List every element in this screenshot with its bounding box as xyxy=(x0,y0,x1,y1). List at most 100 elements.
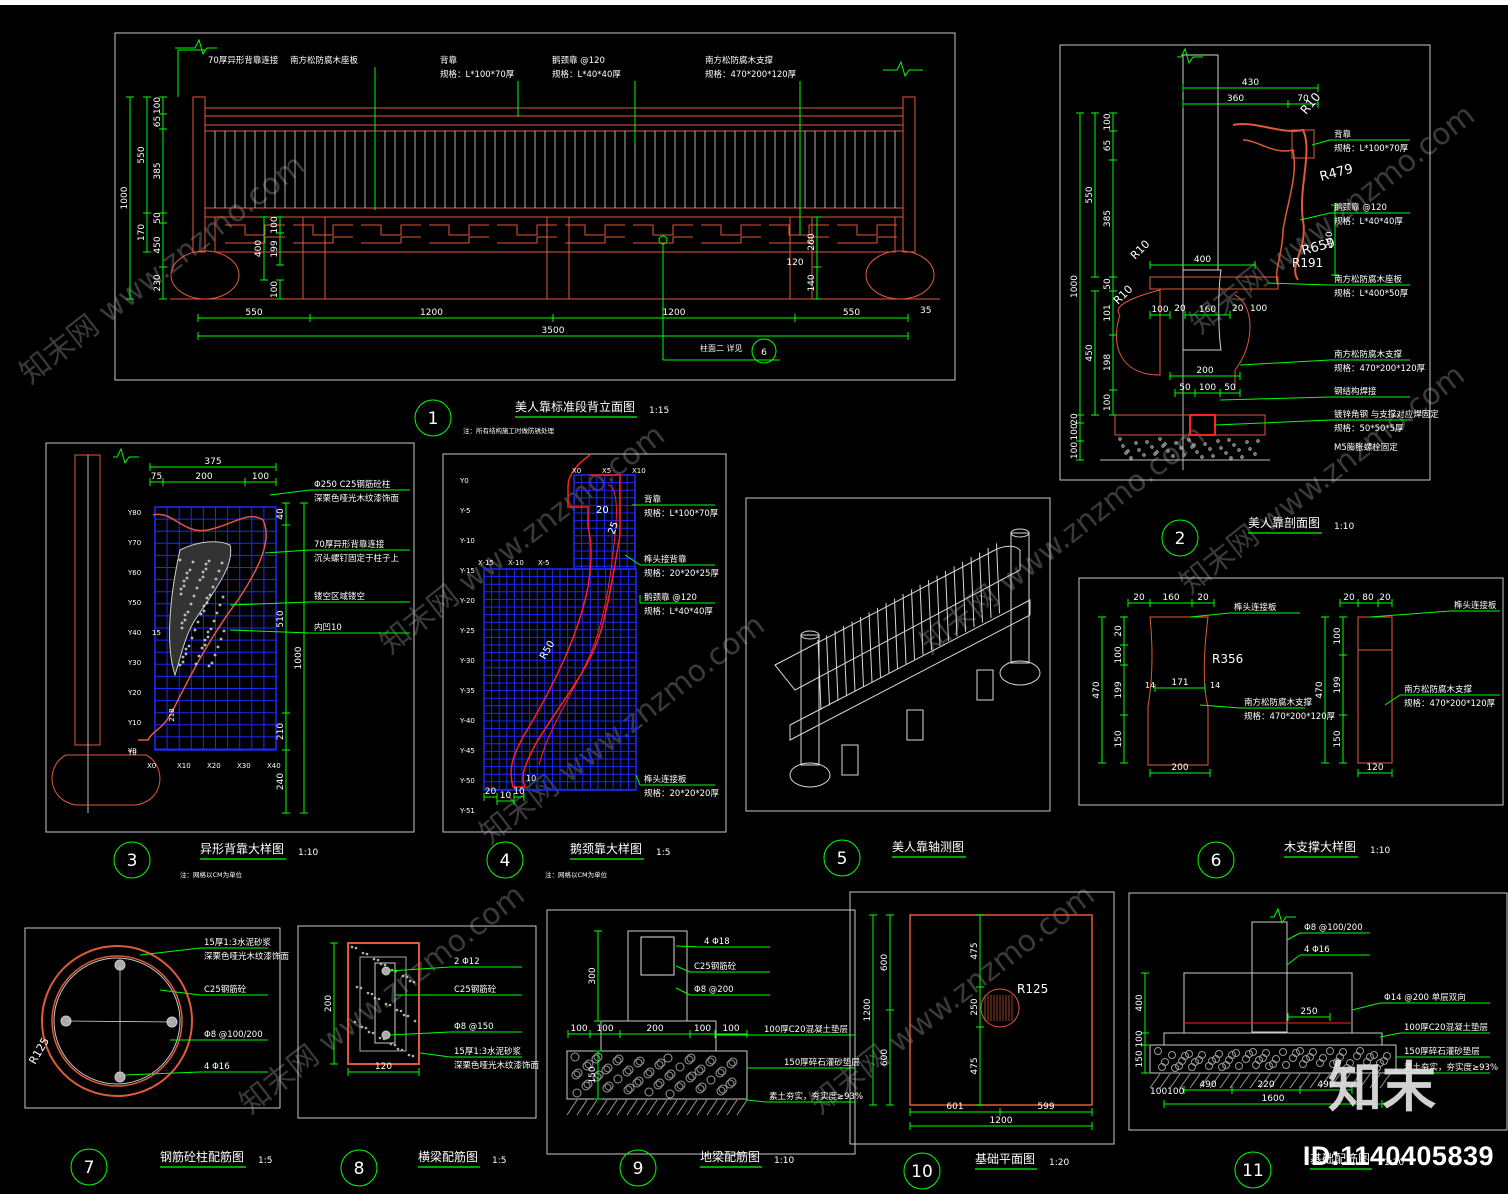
stipple xyxy=(203,643,207,647)
dim-text: 100 xyxy=(153,97,163,114)
gravel-stone xyxy=(684,1055,694,1065)
gravel-dot xyxy=(1224,451,1228,455)
gravel-stone xyxy=(676,1080,686,1090)
annotation-text: 南方松防腐木支撑 xyxy=(1334,349,1403,360)
leader-line xyxy=(1286,932,1301,941)
lattice-pattern xyxy=(497,224,557,236)
plaster-dot xyxy=(355,985,359,989)
grid-label: Y0 xyxy=(459,477,469,485)
dim-text: 160 xyxy=(1199,305,1216,315)
gravel-stone xyxy=(1299,1060,1307,1068)
hatch xyxy=(1349,1073,1361,1089)
gravel-stone xyxy=(664,1071,674,1081)
panel-number-circle xyxy=(113,841,151,879)
annotation-text: 150厚碎石灌砂垫层 xyxy=(1404,1046,1480,1057)
stipple xyxy=(188,568,192,572)
dim-text: 550 xyxy=(843,308,860,318)
hatch xyxy=(596,1099,608,1116)
panel-number-circle xyxy=(414,399,452,437)
stipple xyxy=(182,579,186,583)
grid-label: Y10 xyxy=(127,719,141,727)
annotation-text: 柱面二 详见 xyxy=(700,343,743,353)
gravel-dot xyxy=(1161,444,1165,448)
hatch xyxy=(1249,1073,1261,1089)
panel-scale: 1:20 xyxy=(1049,1158,1069,1168)
gravel-dot xyxy=(1240,455,1244,459)
column-base xyxy=(865,250,935,300)
lattice-pattern xyxy=(769,236,829,244)
dim-text: 430 xyxy=(1242,78,1259,88)
gravel-stone xyxy=(656,1058,666,1068)
dim-text: 10 xyxy=(513,787,525,797)
plaster-dot xyxy=(376,958,380,962)
dim-text: 1200 xyxy=(663,308,686,318)
detail-bubble-text: 6 xyxy=(761,348,767,358)
dim-text: 20 xyxy=(1197,593,1209,603)
panel-note: 注：所有结构施工时做防锈处理 xyxy=(463,426,555,435)
grid-label: X-5 xyxy=(538,559,549,567)
dim-text: 120 xyxy=(375,1062,392,1072)
plaster-dot xyxy=(379,962,383,966)
hatch xyxy=(656,1099,668,1116)
panel-scale: 1:20 xyxy=(1384,1158,1404,1168)
stirrup xyxy=(53,957,181,1085)
annotation-text: 背靠 xyxy=(1334,129,1352,140)
dim-text: 470 xyxy=(1092,681,1102,698)
panel-frame xyxy=(297,925,537,1119)
panel-number: 9 xyxy=(633,1159,644,1179)
hatch xyxy=(1219,1073,1231,1089)
gravel-stone xyxy=(603,1063,613,1073)
gravel-stone xyxy=(1343,1064,1351,1072)
annotation-text: 规格：L*40*40厚 xyxy=(552,69,621,80)
cross-line xyxy=(65,1020,173,1023)
hatch xyxy=(1319,1073,1331,1089)
annotation-text: 规格：L*100*70厚 xyxy=(440,69,515,80)
hatch xyxy=(1259,1073,1271,1089)
stipple xyxy=(200,646,204,650)
annotation-text: 榫头连接板 xyxy=(644,774,687,785)
backrest-outline xyxy=(138,513,267,741)
dim-text: 400 xyxy=(254,240,264,257)
top-rail xyxy=(204,107,904,117)
dim-text: 199 xyxy=(1333,676,1343,693)
annotation-text: 150厚碎石灌砂垫层 xyxy=(784,1057,860,1068)
gravel-stone xyxy=(1333,1058,1341,1066)
dim-text: 100 xyxy=(1199,383,1216,393)
lattice-pattern xyxy=(497,236,557,244)
break-mark xyxy=(175,38,217,56)
annotation-text: 规格：470*200*120厚 xyxy=(705,69,797,80)
leader-line xyxy=(1267,282,1331,286)
plaster-dot xyxy=(354,946,358,950)
annotation-text: 规格：L*100*70厚 xyxy=(644,508,719,519)
dim-text: 150 xyxy=(1114,730,1124,747)
dim-text: 1200 xyxy=(863,998,873,1021)
panel-number-circle xyxy=(903,1152,941,1190)
gravel-dot xyxy=(1158,437,1162,441)
axo-baluster xyxy=(996,543,1000,614)
gravel-stone xyxy=(728,1057,738,1067)
hatch xyxy=(726,1099,738,1116)
annotation-text: C25钢筋砼 xyxy=(204,984,247,995)
annotation-text: Φ8 @200 xyxy=(694,985,734,995)
grid-label: Y-20 xyxy=(459,597,475,605)
annotation-text: 4 Φ18 xyxy=(704,937,730,947)
panel-frame xyxy=(1128,892,1508,1131)
hatch xyxy=(1329,1073,1341,1089)
dim-text: 3500 xyxy=(542,326,565,336)
watermark: 知末网 www.znzmo.com xyxy=(233,878,531,1122)
gravel-dot xyxy=(1179,446,1183,450)
panel-title: 异形背靠大样图 xyxy=(200,841,284,856)
plaster-dot xyxy=(411,1054,415,1058)
leader-line xyxy=(1299,212,1331,221)
dim-text: 600 xyxy=(880,1049,890,1066)
stipple xyxy=(222,629,226,633)
stipple xyxy=(208,593,212,597)
gravel-dot xyxy=(1219,446,1223,450)
plaster-dot xyxy=(377,997,381,1001)
grid-label: X40 xyxy=(267,762,281,770)
gravel-stone xyxy=(663,1053,673,1063)
gravel-dot xyxy=(1203,442,1207,446)
panel-title: 基础平面图 xyxy=(975,1152,1035,1166)
gravel-stone xyxy=(634,1076,644,1086)
grid-border xyxy=(154,506,277,751)
